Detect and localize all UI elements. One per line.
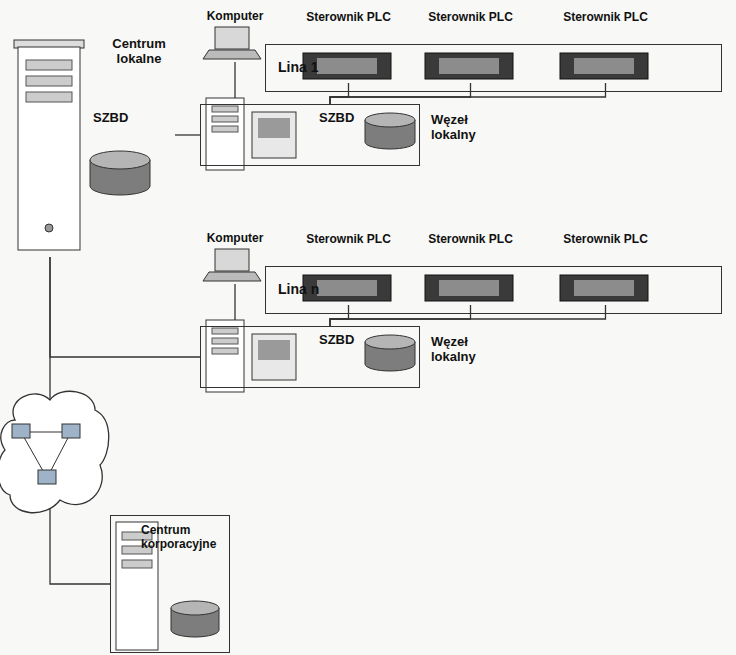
drive-bay: [122, 560, 152, 568]
plc-node: Sterownik PLC: [553, 11, 658, 83]
plc-node: Sterownik PLC: [296, 11, 401, 83]
unit-screen: [258, 118, 290, 138]
network-link: [330, 83, 606, 104]
corporate-center: Centrum korporacyjne: [110, 515, 230, 653]
plc-node: Sterownik PLC: [418, 233, 523, 305]
node-label: Węzeł lokalny: [431, 113, 491, 143]
laptop-base: [203, 50, 261, 59]
node-label: Komputer: [195, 10, 275, 24]
network-link: [330, 83, 349, 104]
plc-node: Sterownik PLC: [418, 11, 523, 83]
computer-node: Komputer: [195, 232, 275, 284]
node-label: SZBD: [319, 333, 367, 348]
network-computer: [38, 470, 56, 484]
plc-panel: [317, 58, 377, 74]
line-band: Lina 1Sterownik PLCSterownik PLCSterowni…: [265, 44, 722, 92]
network-computer: [12, 424, 30, 438]
network-link: [330, 305, 471, 326]
server-tower: [206, 98, 244, 170]
network-link: [50, 257, 200, 357]
drive-bay: [26, 76, 72, 86]
node-label: Lina n: [278, 281, 348, 297]
local-center: Centrum lokalneSZBD: [15, 35, 175, 257]
node-label: Lina 1: [278, 59, 348, 75]
node-label: Sterownik PLC: [296, 233, 401, 247]
drive-bay: [212, 116, 238, 122]
drive-bay: [212, 126, 238, 132]
drive-bay: [26, 92, 72, 102]
plc-node: Sterownik PLC: [553, 233, 658, 305]
plc-device: [425, 53, 513, 79]
server-unit: [252, 112, 296, 158]
drive-bay: [26, 60, 72, 70]
plc-panel: [574, 58, 634, 74]
node-label: SZBD: [319, 111, 367, 126]
line-band: Lina nSterownik PLCSterownik PLCSterowni…: [265, 266, 722, 314]
node-label: Sterownik PLC: [418, 11, 523, 25]
database-top: [90, 151, 150, 169]
computer-node: Komputer: [195, 10, 275, 62]
node-label: SZBD: [93, 111, 143, 126]
line-equipment: [203, 27, 648, 170]
network-link: [330, 83, 471, 104]
power-button: [45, 224, 53, 232]
network-cloud: [0, 391, 109, 512]
network-link: [330, 305, 606, 326]
local-node: SZBDWęzeł lokalny: [200, 326, 420, 388]
node-label: Sterownik PLC: [553, 11, 658, 25]
server-tower: [18, 47, 80, 250]
node-label: Sterownik PLC: [296, 11, 401, 25]
node-label: Komputer: [195, 232, 275, 246]
database-top: [365, 113, 415, 127]
node-label: Centrum korporacyjne: [141, 524, 227, 552]
network-link: [330, 305, 349, 326]
laptop-screen: [215, 27, 249, 49]
plc-node: Sterownik PLC: [296, 233, 401, 305]
node-label: Sterownik PLC: [418, 233, 523, 247]
plc-device: [560, 53, 648, 79]
network-link: [175, 134, 200, 135]
drive-bay: [212, 106, 238, 112]
plc-panel: [439, 58, 499, 74]
line-equipment-copy: [203, 249, 648, 392]
node-label: Sterownik PLC: [553, 233, 658, 247]
node-label: Węzeł lokalny: [431, 335, 491, 365]
local-node: SZBDWęzeł lokalny: [200, 104, 420, 166]
network-computer: [62, 424, 80, 438]
node-label: Centrum lokalne: [101, 37, 177, 67]
database-top: [171, 601, 219, 615]
